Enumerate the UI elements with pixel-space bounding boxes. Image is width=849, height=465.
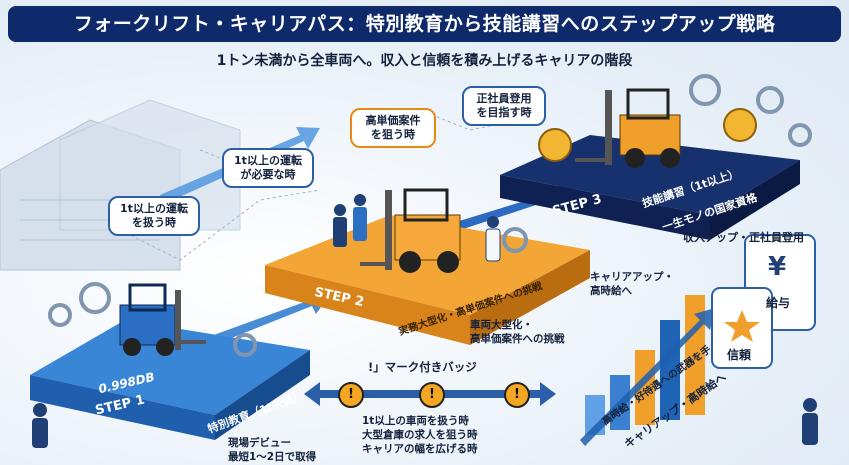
step2-caption-line1: 車両大型化・	[470, 319, 533, 331]
badge-line2: 大型倉庫の求人を狙う時	[362, 429, 478, 441]
condition-bubble-4: 正社員登用 を目指す時	[462, 86, 546, 126]
step3-platform	[500, 135, 800, 240]
warning-badge-icon: !	[338, 382, 364, 408]
step1-caption-line1: 現場デビュー	[228, 437, 291, 449]
condition-bubble-3: 高単価案件 を狙う時	[350, 108, 436, 148]
career-caption-line1: キャリアアップ・	[590, 271, 674, 283]
career-caption-line2: 高時給へ	[590, 285, 632, 297]
page-title: フォークリフト・キャリアパス：特別教育から技能講習へのステップアップ戦略	[8, 6, 841, 42]
card-pay-label: 給与	[766, 296, 791, 310]
page-subtitle: 1トン未満から全車両へ。収入と信頼を積み上げるキャリアの階段	[216, 53, 633, 69]
step2-caption-line2: 高単価案件への挑戦	[470, 333, 565, 345]
badge-line1: 1t以上の車両を扱う時	[362, 415, 469, 427]
badge-line3: キャリアの幅を広げる時	[362, 443, 478, 455]
condition-bubble-1: 1t以上の運転 を扱う時	[108, 196, 200, 236]
condition-bubble-2: 1t以上の運転 が必要な時	[222, 148, 314, 188]
forklift-icon	[360, 188, 461, 273]
card-trust-label: 信頼	[727, 348, 752, 362]
warning-badge-icon: !	[504, 382, 530, 408]
certificate-card	[711, 234, 816, 369]
gear-icon	[48, 74, 812, 357]
growth-bar-chart-icon	[580, 295, 715, 446]
warning-badge-icon: !	[419, 382, 445, 408]
forklift-icon	[119, 283, 206, 356]
step1-platform	[30, 320, 310, 440]
forklift-icon	[575, 88, 681, 168]
medal-icon	[538, 108, 757, 162]
person-icon	[32, 194, 818, 448]
step3-caption: 収入アップ・正社員登用	[683, 231, 804, 244]
yen-icon: ¥	[768, 252, 787, 282]
badge-title: !」マーク付きバッジ	[368, 360, 477, 374]
step1-caption-line2: 最短1〜2日で取得	[228, 451, 317, 463]
